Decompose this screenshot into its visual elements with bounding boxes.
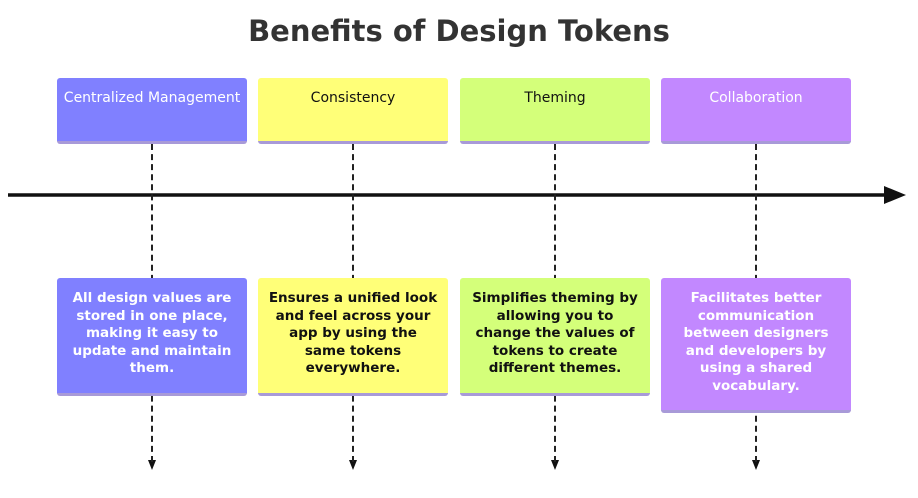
arrow-down-icon [752, 460, 760, 470]
section-header: Consistency [258, 78, 448, 144]
section-header: Theming [460, 78, 650, 144]
section-header: Collaboration [661, 78, 851, 144]
arrow-down-icon [148, 460, 156, 470]
section-header: Centralized Management [57, 78, 247, 144]
axis-arrow-icon [884, 186, 906, 204]
section-detail: Ensures a unified look and feel across y… [258, 278, 448, 396]
section-detail: Simplifies theming by allowing you to ch… [460, 278, 650, 396]
section-detail: All design values are stored in one plac… [57, 278, 247, 396]
section-detail: Facilitates better communication between… [661, 278, 851, 413]
arrow-down-icon [349, 460, 357, 470]
arrow-down-icon [551, 460, 559, 470]
diagram-title: Benefits of Design Tokens [248, 14, 670, 48]
